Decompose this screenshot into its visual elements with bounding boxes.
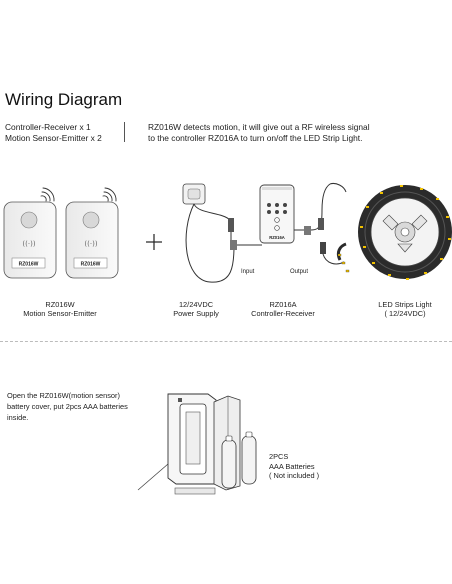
power-supply-name-label: Power Supply: [173, 309, 219, 318]
power-supply-label: 12/24VDC Power Supply: [156, 300, 236, 318]
battery-note-line-3: ( Not included ): [269, 471, 320, 480]
controller-label: RZ016A Controller-Receiver: [238, 300, 328, 318]
input-label: Input: [241, 269, 255, 275]
battery-note-line-1: 2PCS: [269, 452, 289, 461]
package-line-controller: Controller-Receiver x 1: [5, 122, 91, 132]
sensor-label: RZ016W Motion Sensor-Emitter: [0, 300, 120, 318]
controller-model-label: RZ016A: [269, 300, 297, 309]
battery-instruction: Open the RZ016W(motion sensor) battery c…: [7, 390, 167, 423]
battery-note-line-2: AAA Batteries: [269, 461, 315, 471]
instruction-line-3: inside.: [7, 413, 29, 422]
wifi-signal-icon: [102, 187, 117, 202]
battery-note: 2PCS AAA Batteries ( Not included ): [269, 452, 319, 481]
divider: [124, 122, 125, 142]
package-line-sensor: Motion Sensor-Emitter x 2: [5, 132, 102, 143]
controller-receiver: RZ016A: [259, 183, 331, 244]
sensor-1-badge: RZ016W: [19, 262, 39, 268]
power-supply: [182, 183, 262, 283]
controller-name-label: Controller-Receiver: [251, 309, 315, 318]
led-strip-reel: [336, 185, 452, 280]
sensor-2-badge: RZ016W: [81, 262, 101, 268]
power-supply-voltage-label: 12/24VDC: [178, 300, 214, 309]
instruction-line-2: battery cover, put 2pcs AAA batteries: [7, 402, 128, 411]
motion-sensor-2: ((·)) RZ016W: [65, 187, 119, 279]
led-name-label: LED Strips Light: [378, 300, 432, 309]
motion-sensor-1: ((·)) RZ016W: [3, 187, 57, 279]
description: RZ016W detects motion, it will give out …: [148, 122, 370, 143]
page-title: Wiring Diagram: [5, 90, 123, 109]
controller-badge: RZ016A: [269, 235, 285, 240]
led-label: LED Strips Light ( 12/24VDC): [360, 300, 450, 318]
package-contents: Controller-Receiver x 1 Motion Sensor-Em…: [5, 122, 102, 143]
sensor-model-label: RZ016W: [45, 300, 75, 309]
output-label: Output: [290, 269, 309, 275]
section-divider: [0, 341, 452, 342]
description-line-2: to the controller RZ016A to turn on/off …: [148, 132, 363, 143]
description-line-1: RZ016W detects motion, it will give out …: [148, 122, 370, 132]
led-voltage-label: ( 12/24VDC): [384, 309, 426, 318]
svg-text:((·)): ((·)): [22, 240, 35, 248]
aaa-batteries: [221, 431, 257, 489]
sensor-name-label: Motion Sensor-Emitter: [23, 309, 97, 318]
wifi-signal-icon: [40, 187, 55, 202]
instruction-line-1: Open the RZ016W(motion sensor): [7, 391, 120, 400]
svg-text:((·)): ((·)): [84, 240, 97, 248]
plus-icon: [146, 234, 162, 250]
